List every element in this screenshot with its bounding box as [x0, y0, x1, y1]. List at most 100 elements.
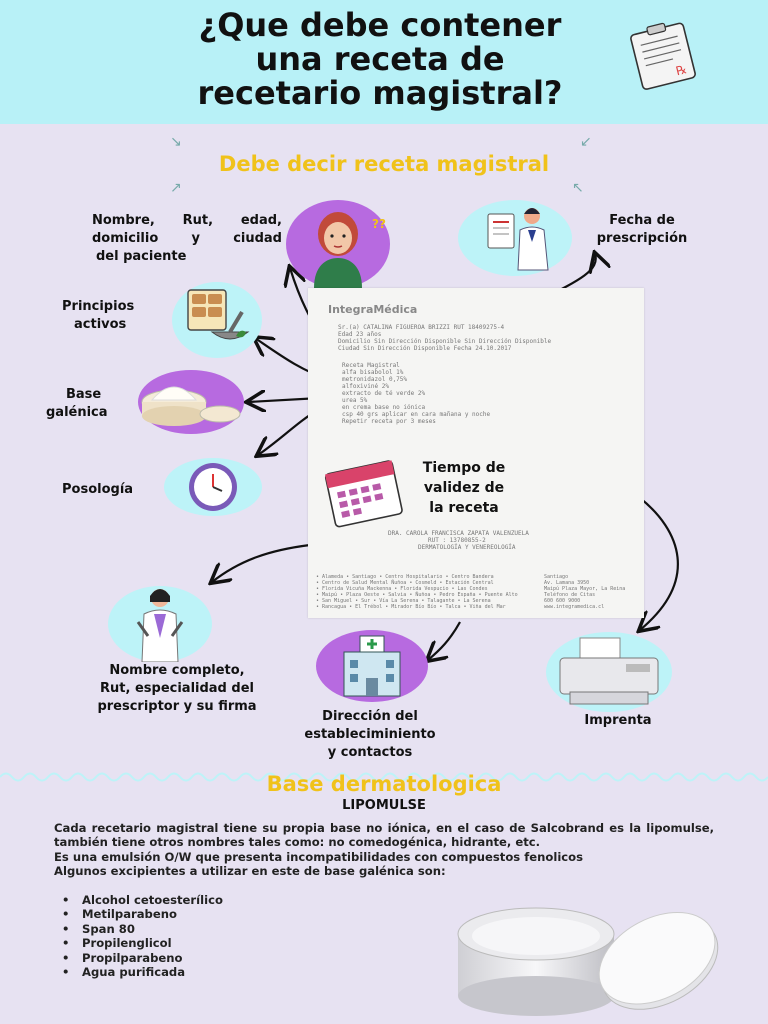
receta-line: Teléfono de Citas: [544, 592, 596, 598]
woman-thinking-icon: ??: [314, 212, 386, 288]
receta-line: Receta Magistral: [342, 362, 400, 369]
label-fecha: Fecha de prescripción: [586, 212, 698, 248]
label-line: Principios: [62, 299, 135, 314]
receta-line: metronidazol 0,75%: [342, 376, 408, 383]
section-subtitle: LIPOMULSE: [342, 798, 426, 813]
label-imprenta: Imprenta: [568, 712, 668, 730]
paragraph-line: Cada recetario magistral tiene su propia…: [54, 821, 714, 850]
label-prescriptor: Nombre completo, Rut, especialidad del p…: [70, 662, 284, 716]
receta-line: Repetir receta por 3 meses: [342, 418, 436, 425]
decor-arrow-icon: ↗: [170, 180, 182, 196]
label-line: Dirección del: [322, 709, 418, 724]
svg-text:??: ??: [372, 217, 386, 231]
decor-arrow-icon: ↘: [170, 134, 182, 150]
page-title: ¿Que debe contener una receta de recetar…: [100, 8, 660, 110]
receta-line: Sr.(a) CATALINA FIGUEROA BRIZZI RUT 1840…: [338, 324, 505, 331]
section-title-base: Base dermatologica: [266, 772, 502, 796]
receta-line: Edad 23 años: [338, 331, 382, 338]
label-line: activos: [74, 317, 127, 332]
paragraph-line: Algunos excipientes a utilizar en este d…: [54, 864, 446, 879]
label-line: estableciminiento: [304, 727, 436, 742]
printer-icon: [559, 637, 659, 705]
receta-line: extracto de té verde 2%: [342, 390, 426, 397]
receta-line: Santiago: [544, 574, 569, 580]
label-line: domicilio y ciudad: [92, 231, 282, 246]
title-line-1: ¿Que debe contener: [198, 6, 562, 44]
receta-line: alfoxiviné 2%: [342, 383, 389, 390]
receta-line: • Rancagua • El Trébol • Mirador Bío Bío…: [316, 604, 506, 610]
paragraph: Cada recetario magistral tiene su propia…: [54, 821, 714, 879]
label-line: galénica: [46, 405, 108, 420]
patient-circle: ??: [286, 200, 390, 288]
doctor-clipboard-icon: [487, 208, 549, 271]
receta-line: urea 5%: [342, 397, 368, 404]
header-banner: ¿Que debe contener una receta de recetar…: [0, 0, 768, 124]
label-validez: Tiempo de validez de la receta: [414, 458, 514, 518]
pills-mortar-icon: [187, 289, 250, 340]
hospital-icon: [343, 635, 401, 697]
receta-line: DRA. CAROLA FRANCISCA ZAPATA VALENZUELA: [388, 530, 529, 537]
cream-jar-icon: [141, 386, 241, 426]
establishment-circle: [316, 630, 428, 702]
list-item: Alcohol cetoesterílico: [62, 893, 223, 907]
receta-line: Domicilio Sin Dirección Disponible Sin D…: [338, 338, 552, 345]
doctor-clipboard-circle: [458, 200, 572, 276]
receta-line: Ciudad Sin Dirección Disponible Fecha 24…: [338, 345, 512, 352]
label-principios: Principios activos: [62, 298, 162, 334]
receta-line: Maipú Plaza Mayor, La Reina: [544, 586, 626, 592]
receta-document: IntegraMédica Sr.(a) CATALINA FIGUEROA B…: [308, 288, 644, 618]
receta-brand: IntegraMédica: [328, 303, 418, 316]
receta-line: • Alameda • Santiago • Centro Hospitalar…: [316, 574, 494, 580]
receta-line: www.integramedica.cl: [544, 604, 605, 610]
receta-line: • Maipú • Plaza Oeste • Salvia • Ñuñoa •…: [316, 592, 518, 598]
label-posologia: Posología: [62, 481, 162, 499]
title-line-2: una receta de: [255, 40, 505, 78]
receta-line: csp 40 grs aplicar en cara mañana y noch…: [342, 411, 491, 418]
label-base: Base galénica: [46, 386, 136, 422]
calendar-icon: [324, 460, 403, 528]
receta-line: 600 600 9000: [544, 598, 581, 604]
label-line: Fecha de: [609, 213, 675, 228]
receta-line: DERMATOLOGÍA Y VENEREOLOGÍA: [418, 544, 516, 551]
label-line: validez de: [423, 480, 505, 496]
paragraph-line: Es una emulsión O/W que presenta incompa…: [54, 849, 584, 864]
label-line: prescripción: [596, 231, 688, 246]
label-line: Nombre, Rut, edad,: [92, 213, 282, 228]
list-item: Metilparabeno: [62, 907, 223, 921]
label-line: Posología: [62, 482, 134, 497]
title-line-3: recetario magistral?: [197, 74, 563, 112]
base-galenica-circle: [138, 370, 244, 434]
decor-arrow-icon: ↖: [572, 180, 584, 196]
svg-text:℞: ℞: [674, 62, 688, 78]
label-line: y contactos: [327, 745, 413, 760]
label-line: Tiempo de: [422, 460, 506, 476]
list-item: Span 80: [62, 922, 223, 936]
label-line: Nombre completo,: [109, 663, 245, 678]
decor-arrow-icon: ↙: [580, 134, 592, 150]
clock-icon: [189, 463, 237, 511]
label-line: la receta: [429, 500, 499, 516]
section-title-receta: Debe decir receta magistral: [218, 152, 550, 176]
label-line: prescriptor y su firma: [97, 699, 257, 714]
receta-line: • San Miguel • Sur • Vía La Serena • Tal…: [316, 598, 491, 604]
doctor-icon: [136, 589, 184, 663]
receta-line: Av. Lamana 3950: [544, 580, 590, 586]
label-paciente: Nombre, Rut, edad, domicilio y ciudad de…: [92, 212, 282, 266]
clipboard-icon: ℞: [630, 22, 696, 90]
receta-line: en crema base no iónica: [342, 404, 426, 411]
receta-line: • Centro de Salud Mental Ñuñoa • Cosmeld…: [316, 580, 494, 586]
receta-line: alfa bisabolol 1%: [342, 369, 404, 376]
list-item: Propilenglicol: [62, 936, 223, 950]
posologia-circle: [164, 458, 262, 516]
excipients-list: Alcohol cetoesterílico Metilparabeno Spa…: [62, 893, 223, 979]
list-item: Propilparabeno: [62, 951, 223, 965]
active-ingredients-circle: [172, 282, 262, 358]
label-direccion: Dirección del estableciminiento y contac…: [288, 708, 452, 762]
label-line: del paciente: [96, 249, 187, 264]
receta-line: • Florida Vicuña Mackenna • Florida Vesp…: [316, 586, 488, 592]
list-item: Agua purificada: [62, 965, 223, 979]
label-line: Imprenta: [584, 713, 652, 728]
printer-circle: [546, 632, 672, 712]
open-jar-illustration: [457, 907, 719, 1016]
receta-line: RUT : 13780855-2: [428, 537, 486, 544]
